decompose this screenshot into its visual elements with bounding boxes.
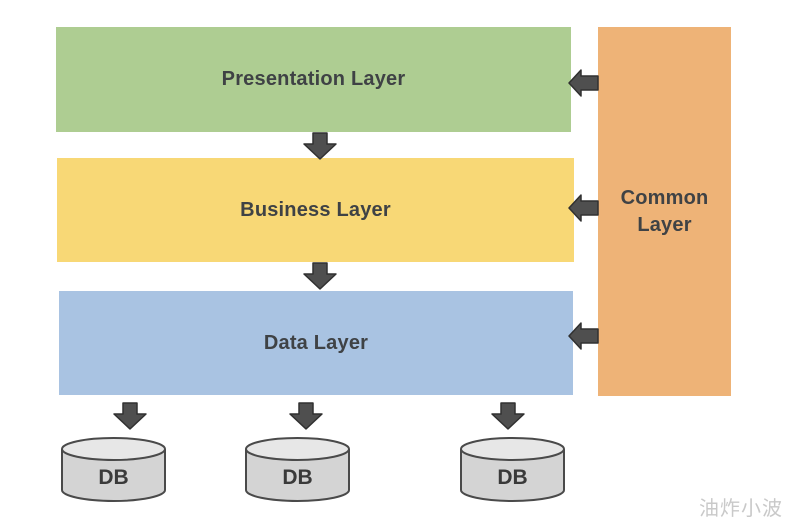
db-label: DB bbox=[282, 466, 312, 489]
arrow-down-icon bbox=[303, 262, 337, 290]
database-cylinder: DB bbox=[244, 436, 351, 503]
presentation-layer-box: Presentation Layer bbox=[56, 27, 571, 132]
database-cylinder: DB bbox=[60, 436, 167, 503]
arrow-down-icon bbox=[289, 401, 323, 431]
data-layer-box: Data Layer bbox=[59, 291, 573, 395]
watermark: 油炸小波 bbox=[699, 498, 783, 520]
arrow-left-icon bbox=[568, 322, 599, 350]
arrow-down-icon bbox=[113, 401, 147, 431]
presentation-layer-label: Presentation Layer bbox=[221, 68, 406, 90]
arrow-down-icon bbox=[491, 401, 525, 431]
arrow-left-icon bbox=[568, 69, 599, 97]
db-label: DB bbox=[98, 466, 128, 489]
common-layer-box: Common Layer bbox=[598, 27, 731, 396]
db-label: DB bbox=[497, 466, 527, 489]
database-cylinder: DB bbox=[459, 436, 566, 503]
business-layer-label: Business Layer bbox=[240, 198, 391, 221]
arrow-left-icon bbox=[568, 194, 599, 222]
arrow-down-icon bbox=[303, 132, 337, 160]
business-layer-box: Business Layer bbox=[57, 158, 574, 262]
data-layer-label: Data Layer bbox=[263, 331, 369, 354]
common-layer-label: Common Layer bbox=[620, 186, 709, 236]
